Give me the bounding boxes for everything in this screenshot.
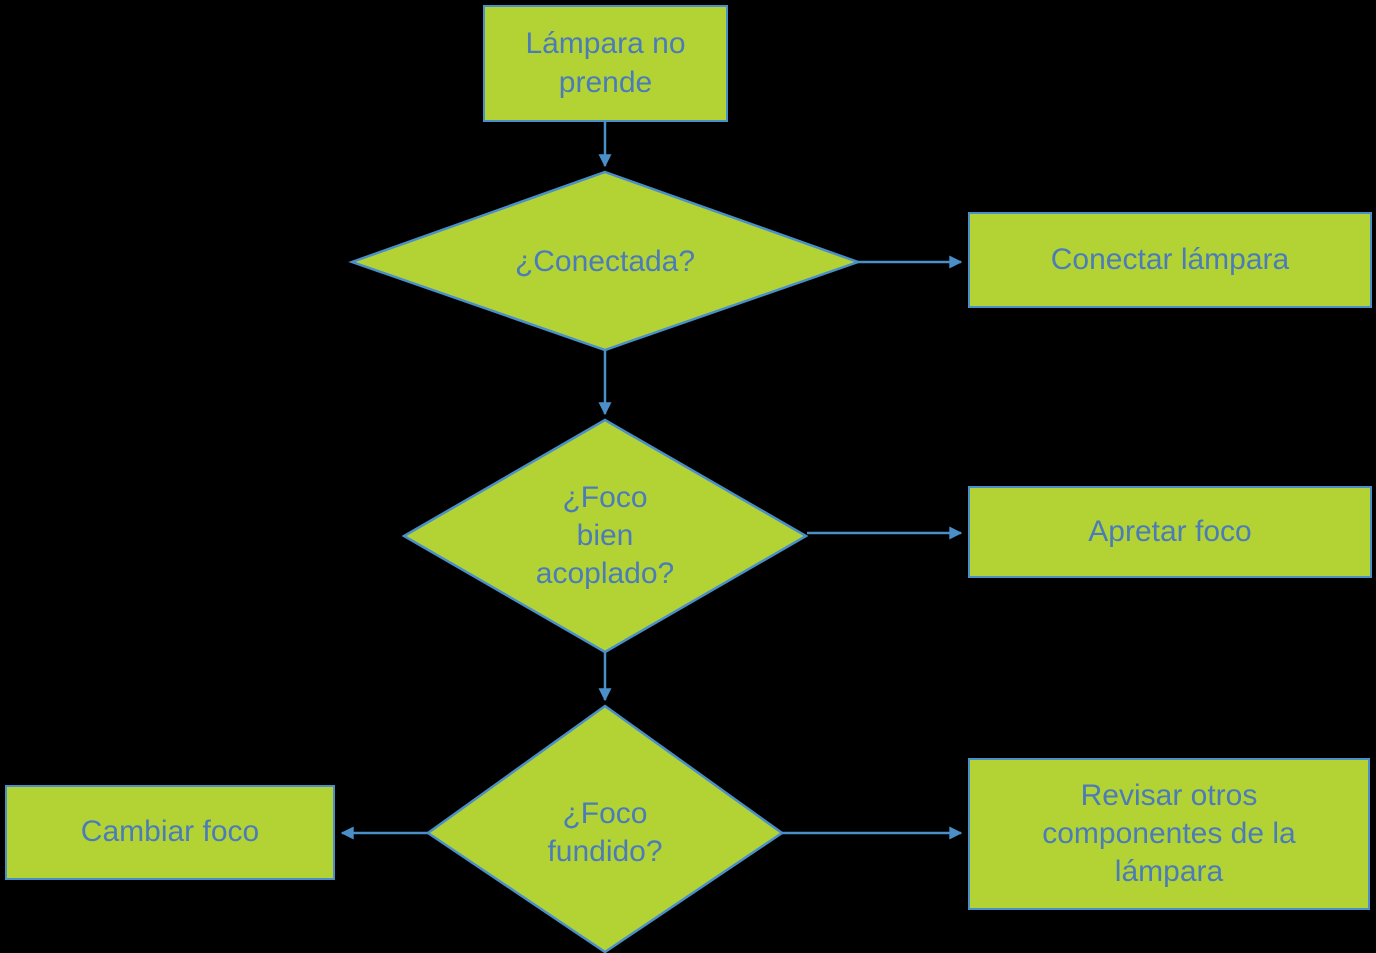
node-action-cambiar-foco: Cambiar foco bbox=[5, 785, 335, 880]
node-action-revisar-componentes-label: Revisar otros componentes de la lámpara bbox=[1042, 778, 1296, 889]
node-start: Lámpara no prende bbox=[483, 5, 728, 122]
diamond-foco-fundido-shape bbox=[425, 704, 785, 953]
node-action-apretar-foco-label: Apretar foco bbox=[1088, 514, 1252, 548]
node-start-label: Lámpara no prende bbox=[525, 27, 686, 99]
diamond-conectada-shape bbox=[348, 170, 862, 352]
node-action-cambiar-foco-label: Cambiar foco bbox=[80, 815, 260, 849]
diamond-foco-acoplado-shape bbox=[401, 418, 809, 654]
node-action-apretar-foco: Apretar foco bbox=[968, 486, 1372, 578]
node-action-conectar-lampara: Conectar lámpara bbox=[968, 212, 1372, 308]
node-action-conectar-lampara-label: Conectar lámpara bbox=[1050, 242, 1290, 276]
node-action-revisar-componentes: Revisar otros componentes de la lámpara bbox=[968, 758, 1370, 910]
